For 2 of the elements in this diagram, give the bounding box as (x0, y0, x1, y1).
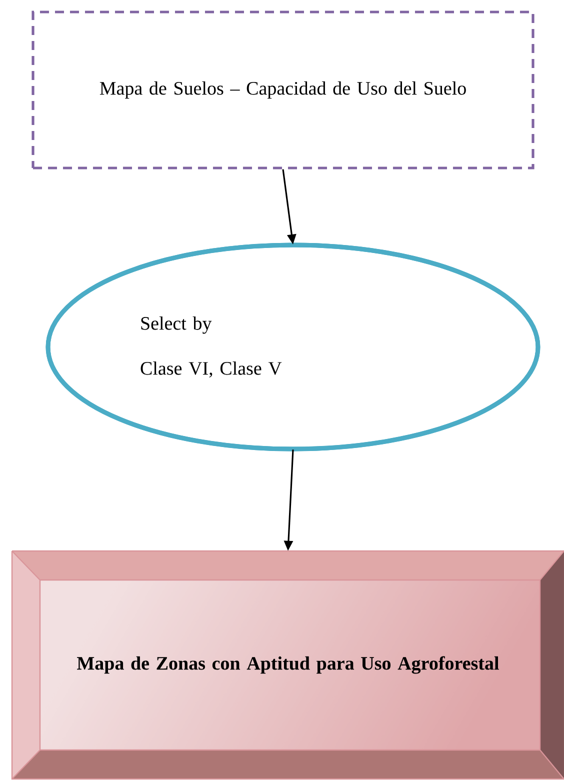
process-box: Mapa de Suelos – Capacidad de Uso del Suelo (32, 10, 534, 170)
bevel-box: Mapa de Zonas con Aptitud para Uso Agroforestal (11, 550, 564, 780)
